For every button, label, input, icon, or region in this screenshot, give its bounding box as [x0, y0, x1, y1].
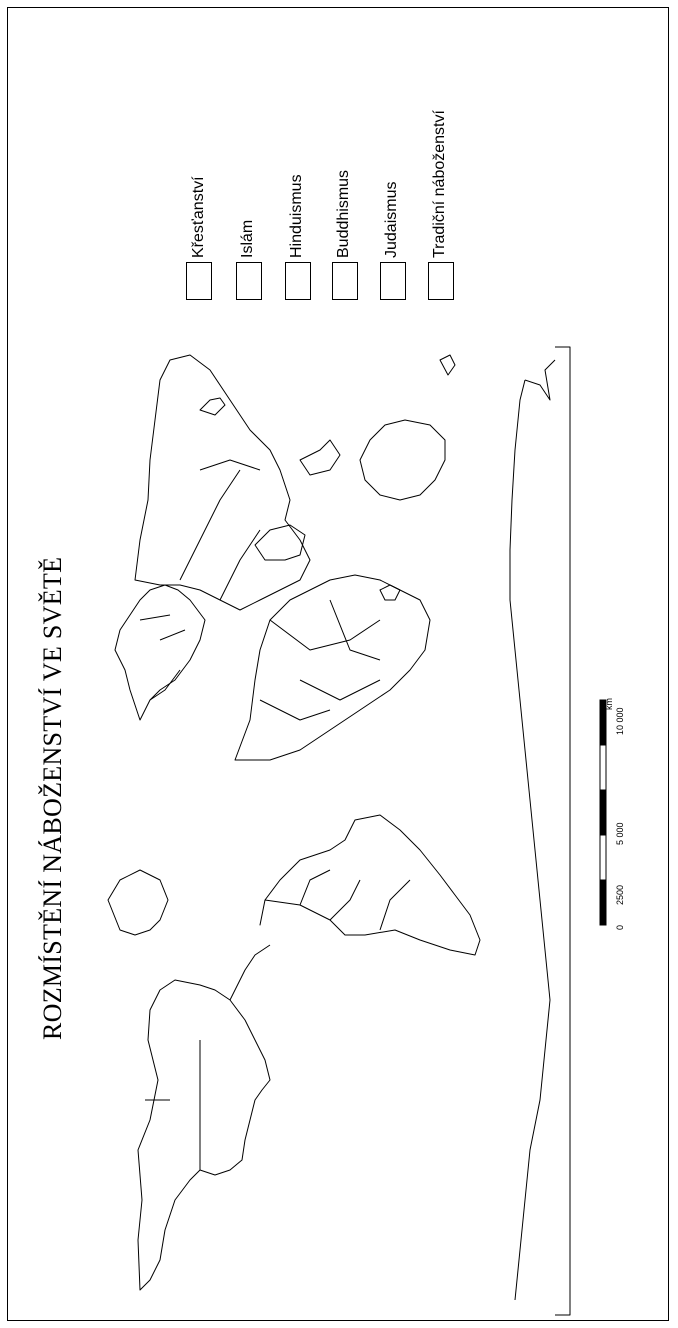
map-frame — [7, 7, 669, 1321]
legend-swatch-judaismus[interactable] — [380, 262, 406, 300]
europe-outline — [114, 584, 206, 721]
scale-label-2500: 2500 — [615, 884, 625, 905]
africa-outline — [234, 574, 431, 761]
madagascar-outline — [379, 584, 401, 601]
central-america-outline — [229, 944, 271, 1001]
south-america-outline — [259, 814, 481, 956]
legend-swatch-krestanstvi[interactable] — [186, 262, 212, 300]
japan-outline — [199, 397, 226, 416]
africa-borders — [259, 599, 381, 721]
indonesia-outline — [299, 439, 341, 476]
legend-swatch-islam[interactable] — [236, 262, 262, 300]
south-america-borders — [299, 869, 411, 931]
scale-bar — [599, 699, 607, 926]
map-extent-outline — [555, 346, 571, 1316]
europe-borders — [139, 614, 186, 701]
india-outline — [254, 524, 306, 561]
scale-unit: km — [604, 698, 614, 710]
new-zealand-outline — [439, 354, 456, 376]
legend-swatch-buddhismus[interactable] — [332, 262, 358, 300]
scale-label-10000: 10 000 — [615, 707, 625, 735]
antarctica-outline — [509, 379, 551, 1301]
legend-swatch-hinduismus[interactable] — [285, 262, 311, 300]
legend-swatch-tradicni[interactable] — [428, 262, 454, 300]
antarctica-peninsula — [524, 359, 556, 401]
asia-borders — [179, 459, 261, 601]
north-america-outline — [137, 979, 271, 1291]
australia-outline — [359, 419, 446, 501]
asia-outline — [134, 354, 311, 611]
scale-label-0: 0 — [615, 924, 625, 930]
scale-label-5000: 5 000 — [615, 822, 625, 845]
greenland-outline — [107, 869, 169, 936]
